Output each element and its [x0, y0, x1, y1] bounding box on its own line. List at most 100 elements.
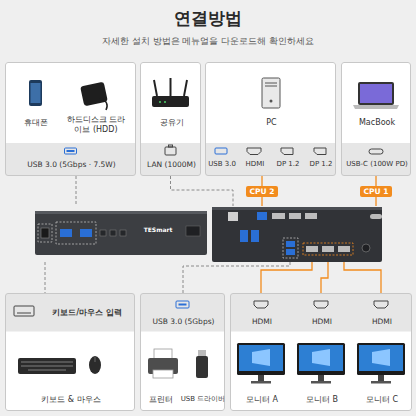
panel-ground [205, 62, 336, 176]
node-text: USB 드라이버 [180, 395, 226, 403]
node-text: HDMI [357, 317, 407, 326]
monitor-icon [311, 381, 331, 384]
router-icon [152, 78, 189, 107]
connector [45, 262, 46, 293]
hdd-icon [80, 82, 108, 110]
router-icon [170, 78, 172, 96]
kvm-front [35, 211, 207, 255]
kvm-front [186, 226, 200, 236]
panel-ground [5, 62, 136, 176]
node-text: USB-C (100W PD) [343, 160, 411, 168]
port-symbol [165, 147, 176, 155]
node-heading: 키보드/마우스 입력 [42, 308, 132, 318]
port-symbol [65, 148, 77, 154]
device-panel: PCUSB 3.0HDMIDP 1.2DP 1.2 [205, 62, 336, 176]
kvm-back [322, 246, 334, 252]
monitor-icon [318, 375, 324, 381]
kvm-back [251, 230, 259, 242]
node-text: 하드디스크 드라이브 (HDD) [63, 115, 129, 134]
kvm-front [38, 224, 52, 242]
node-text: HDMI [239, 160, 271, 168]
laptop-icon [353, 82, 399, 109]
subtitle: 자세한 설치 방법은 메뉴얼을 다운로드해 확인하세요 [6, 36, 410, 47]
router-icon [154, 80, 157, 96]
node-heading: HDMI [237, 317, 287, 326]
phone-icon [29, 80, 42, 106]
kvm-back [286, 249, 295, 255]
laptop-icon [353, 105, 399, 109]
device-panel: 휴대폰하드디스크 드라이브 (HDD) USB 3.0 (5Gbps · 7.5W… [5, 62, 136, 176]
connector [261, 262, 312, 293]
phone-icon [31, 83, 41, 103]
monitor-icon [237, 343, 285, 375]
node-heading: TESmart [138, 226, 178, 233]
usb-symbol [176, 301, 189, 308]
node-heading: USB 3.0 (5Gbps) [144, 317, 224, 326]
kvm-back [306, 246, 318, 252]
pc-icon [270, 100, 273, 103]
kvm-back [257, 212, 267, 220]
monitor-icon [251, 381, 271, 384]
monitor-icon [371, 381, 391, 384]
hdd-icon [80, 82, 108, 107]
node-text: 모니터 C [354, 395, 410, 405]
panel-ground [141, 143, 201, 176]
node-text: DP 1.2 [272, 160, 304, 168]
printer-icon [148, 349, 178, 378]
hdmi-symbol [374, 301, 388, 308]
monitor-icon [239, 345, 283, 371]
panel-ground [6, 294, 135, 332]
node-heading: 휴대폰 [11, 118, 61, 128]
laptop-icon [358, 82, 394, 105]
kvm-back [370, 214, 382, 219]
title: 연결방법 [0, 8, 416, 28]
port-symbol [215, 148, 227, 154]
kvm-switch: TESmart [35, 206, 382, 262]
router-icon [152, 96, 189, 107]
hdmi-symbol [314, 301, 328, 308]
kvm-back [272, 213, 285, 219]
node-text: USB 3.0 (5Gbps · 7.5W) [9, 160, 134, 169]
panel-ground [342, 143, 411, 176]
panel-ground [5, 62, 412, 411]
pc-icon [262, 78, 280, 108]
panel-ground [206, 143, 336, 176]
printer-icon [154, 349, 172, 359]
keyboard-icon [21, 365, 73, 367]
kvm-back [212, 207, 382, 262]
router-icon [184, 80, 187, 96]
phone-icon [29, 80, 42, 106]
panel-ground [140, 62, 201, 176]
kvm-back [228, 212, 238, 221]
node-text: 키보드 & 마우스 [16, 395, 126, 405]
keyboard-icon [17, 313, 31, 314]
node-text: HDMI [297, 317, 347, 326]
router-icon [164, 101, 166, 103]
kvm-back [212, 207, 382, 262]
kvm-front [35, 211, 207, 255]
node-text: 모니터 A [234, 395, 290, 405]
kvm-back [212, 207, 382, 210]
kvm-front [80, 229, 92, 237]
kvm-front [41, 228, 49, 238]
connector [321, 262, 328, 293]
kvm-back [362, 244, 370, 252]
edge-label: CPU 2 [246, 186, 279, 197]
kvm-front [60, 229, 72, 237]
port-symbol [169, 145, 173, 147]
peripheral-panel: 키보드/마우스 입력키보드 & 마우스 [5, 293, 135, 411]
kvm-back [303, 243, 353, 255]
kvm-back [289, 213, 301, 219]
keyboard-icon [14, 306, 34, 316]
kvm-back [283, 238, 298, 258]
panel-ground [140, 293, 225, 411]
port-symbol [67, 150, 75, 152]
port-symbol [314, 148, 326, 155]
kvm-front [110, 230, 116, 236]
monitor-icon [357, 343, 405, 375]
node-text: 프린터 [143, 395, 179, 404]
kvm-front [35, 211, 207, 214]
monitor-icon [252, 349, 270, 366]
node-text: 모니터 B [294, 395, 350, 405]
device-panel: 공유기LAN (1000M) [140, 62, 201, 176]
